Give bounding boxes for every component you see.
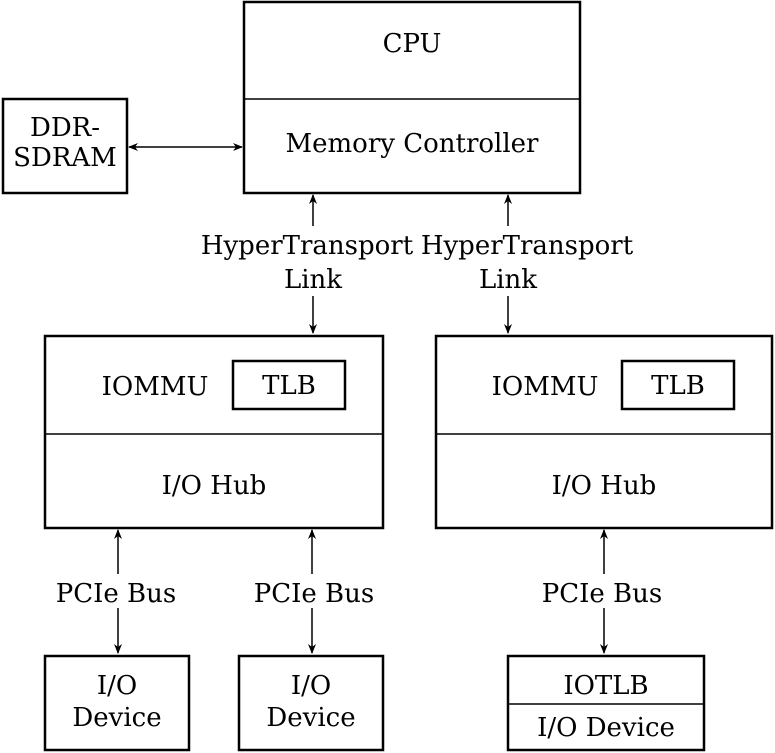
ddr-label-line1: DDR- [30,113,100,143]
io-device-2-block: I/O Device [237,654,385,752]
io-hub-right-block: IOMMU TLB I/O Hub [434,334,774,530]
io-device-1-block: I/O Device [43,654,191,752]
io-hub-right-label: I/O Hub [552,471,657,501]
io-device-3-label: I/O Device [537,713,675,743]
pcie-bus-1-label: PCIe Bus [56,579,177,609]
io-hub-left-label: I/O Hub [162,471,267,501]
io-device-2-box [237,654,385,752]
io-device-3-block: IOTLB I/O Device [506,654,706,752]
io-device-2-line2: Device [266,703,355,733]
tlb-left-box [231,359,347,411]
pcie-bus-2-label: PCIe Bus [254,579,375,609]
cpu-title: CPU [383,29,442,59]
cpu-box [242,0,582,195]
iommu-right-label: IOMMU [492,372,599,402]
cpu-block: CPU Memory Controller [242,0,582,195]
bus3-label-bg [534,574,674,608]
io-device-1-line2: Device [72,703,161,733]
link-left-line2: Link [284,265,342,295]
memory-controller-label: Memory Controller [286,129,540,159]
tlb-left-label: TLB [262,371,316,401]
link-right-label-bg [424,226,634,296]
pcie-bus-3-label: PCIe Bus [542,579,663,609]
io-device-1-box [43,654,191,752]
tlb-right-label: TLB [651,371,705,401]
ddr-sdram-box [1,97,129,195]
ddr-label-line2: SDRAM [13,143,117,173]
io-device-2-line1: I/O [291,671,331,701]
io-device-1-line1: I/O [97,671,137,701]
link-right-line2: Link [479,265,537,295]
io-device-3-box [506,654,706,752]
tlb-right-box [620,359,736,411]
iommu-left-label: IOMMU [102,372,209,402]
link-right-line1: HyperTransport [421,231,634,261]
bus2-label-bg [242,574,382,608]
io-hub-left-block: IOMMU TLB I/O Hub [43,334,385,530]
iotlb-label: IOTLB [563,671,648,701]
link-left-line1: HyperTransport [201,231,414,261]
bus1-label-bg [48,574,188,608]
link-left-label-bg [200,226,426,296]
ddr-sdram-block: DDR- SDRAM [1,97,129,195]
